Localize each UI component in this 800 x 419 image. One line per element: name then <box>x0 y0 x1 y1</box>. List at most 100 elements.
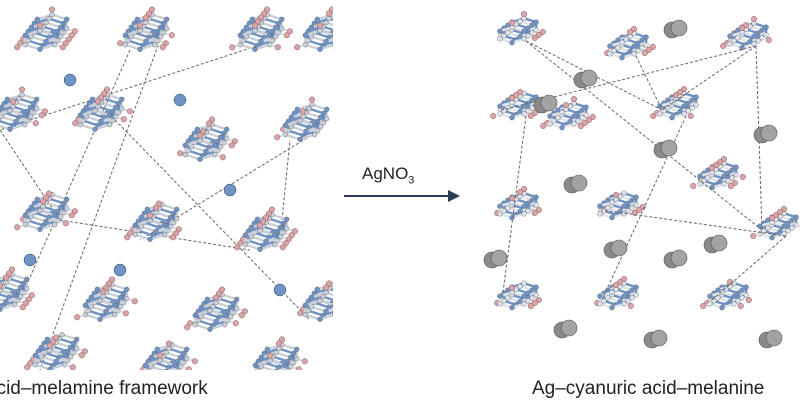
atom <box>115 298 121 304</box>
atom <box>633 194 639 200</box>
hydrogen-bond <box>0 39 276 131</box>
substituent-atom <box>228 142 235 149</box>
atom <box>165 218 171 224</box>
substituent-atom <box>765 36 772 43</box>
atom <box>171 210 177 216</box>
atom <box>273 34 279 40</box>
atom <box>97 316 103 322</box>
substituent-atom <box>14 44 21 51</box>
atom <box>609 305 615 311</box>
hydrogen-bond <box>0 129 61 221</box>
atom <box>735 298 741 304</box>
atom <box>707 293 713 299</box>
substituent-atom <box>297 310 304 317</box>
atom <box>731 38 737 44</box>
atom <box>281 220 287 226</box>
atom <box>61 20 67 26</box>
atom <box>121 300 127 306</box>
atom <box>24 286 30 292</box>
substituent-atom <box>294 44 301 51</box>
substituent-atom <box>274 44 281 51</box>
atom <box>727 33 733 39</box>
atom <box>121 290 127 296</box>
atom <box>218 134 224 140</box>
atom <box>58 24 64 30</box>
atom <box>228 314 234 320</box>
atom <box>533 19 539 25</box>
atom <box>163 368 169 370</box>
atom <box>321 110 327 116</box>
atom <box>625 298 631 304</box>
silver-atom <box>650 329 668 347</box>
substituent-atom <box>81 348 88 355</box>
substituent-atom <box>212 294 219 301</box>
atom <box>270 28 276 34</box>
substituent-atom <box>124 234 131 241</box>
atom <box>58 214 64 220</box>
substituent-atom <box>74 314 81 321</box>
atom <box>31 100 37 106</box>
atom <box>529 295 535 301</box>
atom <box>64 196 70 202</box>
atom <box>629 197 635 203</box>
substituent-atom <box>540 122 547 129</box>
substituent-atom <box>323 284 330 291</box>
atom <box>332 312 333 317</box>
atom <box>685 100 691 106</box>
atom <box>763 32 769 38</box>
substituent-atom <box>535 31 542 38</box>
atom <box>288 354 294 360</box>
atom <box>517 18 523 24</box>
atom <box>270 38 276 44</box>
atom <box>163 350 169 356</box>
atom <box>707 301 713 307</box>
hydrogen-bond <box>501 45 757 111</box>
atom <box>294 346 300 352</box>
atom <box>521 28 527 34</box>
substituent-atom <box>676 89 683 96</box>
substituent-atom <box>71 28 78 35</box>
atom <box>533 27 539 33</box>
atom <box>291 350 297 356</box>
hydrogen-bond <box>635 55 663 111</box>
silver-atom <box>710 234 728 252</box>
atom <box>52 32 58 38</box>
atom <box>559 109 565 115</box>
substituent-atom <box>155 200 162 207</box>
atom <box>529 22 535 28</box>
atom <box>178 354 184 360</box>
atom <box>175 368 181 370</box>
atom <box>611 48 617 54</box>
atom <box>607 51 613 57</box>
substituent-atom <box>99 288 106 295</box>
atom <box>152 32 158 38</box>
substituent-atom <box>708 165 715 172</box>
atom <box>497 203 503 209</box>
atom <box>155 28 161 34</box>
substituent-atom <box>3 274 9 281</box>
atom <box>505 205 511 211</box>
atom <box>22 122 28 128</box>
atom <box>729 167 735 173</box>
atom <box>65 348 71 354</box>
atom <box>739 45 745 51</box>
substituent-atom <box>43 194 50 201</box>
reagent-label: AgNO3 <box>362 164 414 186</box>
atom <box>643 34 649 40</box>
arrow-shaft <box>344 195 454 197</box>
substituent-atom <box>282 240 289 247</box>
substituent-atom <box>288 232 295 239</box>
atom <box>501 298 507 304</box>
atom <box>689 97 695 103</box>
substituent-atom <box>720 42 727 49</box>
substituent-atom <box>687 112 694 119</box>
atom <box>297 118 303 124</box>
substituent-atom <box>531 299 538 306</box>
atom <box>61 200 67 206</box>
atom <box>751 41 757 47</box>
substituent-atom <box>19 304 26 311</box>
atom <box>37 208 43 214</box>
atom <box>517 283 523 289</box>
atom <box>575 118 581 124</box>
substituent-atom <box>103 86 110 93</box>
